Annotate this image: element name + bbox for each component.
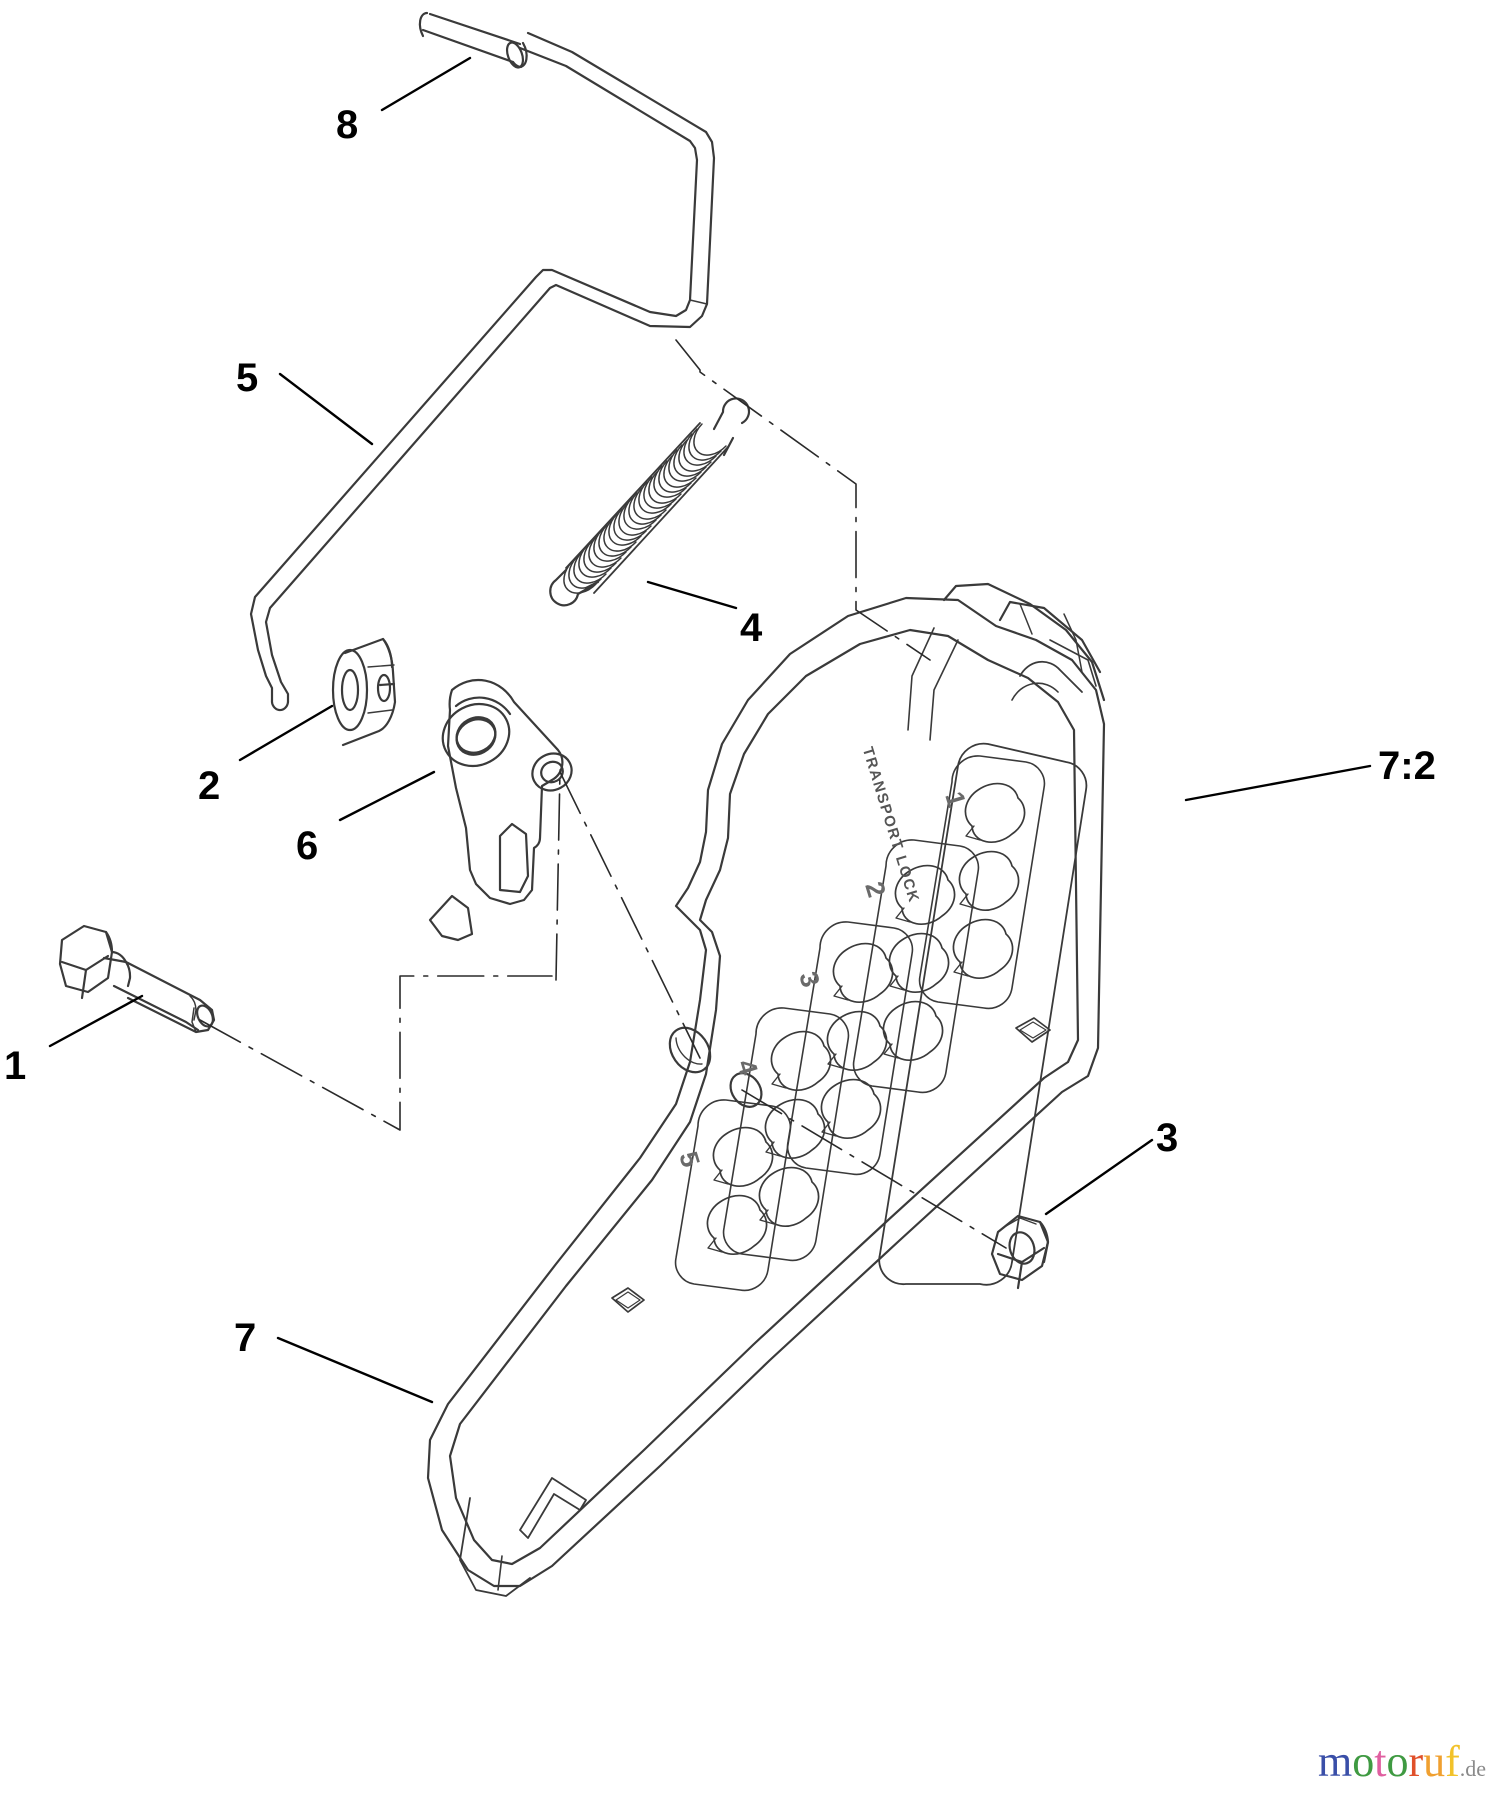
watermark-letter-m: m (1318, 1737, 1353, 1786)
leader-7-2 (1184, 764, 1372, 802)
leader-6 (338, 770, 436, 822)
watermark-letter-r: r (1408, 1737, 1424, 1786)
part-2-spacer-bushing (331, 637, 397, 747)
callout-label-4: 4 (740, 606, 763, 650)
callout-label-2: 2 (198, 764, 221, 808)
leader-2 (238, 704, 334, 762)
watermark-letter-f: f (1445, 1737, 1460, 1786)
assembly-center-lines (199, 339, 1007, 1249)
callout-label-3: 3 (1156, 1116, 1179, 1160)
drawing-geometry (58, 11, 1106, 1597)
callout-label-1: 1 (4, 1044, 27, 1088)
watermark-letter-t: t (1374, 1737, 1387, 1786)
watermark-suffix: .de (1459, 1756, 1487, 1781)
part-4-extension-spring (549, 397, 751, 607)
callout-label-6: 6 (296, 824, 319, 868)
leader-3 (1044, 1138, 1154, 1216)
part-5-lift-rod (249, 31, 716, 712)
callout-label-7-2: 7:2 (1378, 744, 1436, 788)
leader-7 (276, 1336, 434, 1404)
part-8-grip-sleeve (418, 11, 528, 69)
leader-5 (278, 372, 374, 446)
watermark-letter-u: u (1423, 1737, 1446, 1786)
callout-label-8: 8 (336, 103, 359, 147)
watermark-letter-o2: o (1386, 1737, 1409, 1786)
leader-8 (380, 56, 472, 112)
part-7-lift-arm (426, 582, 1106, 1597)
watermark-motoruf: motoruf.de (1318, 1740, 1486, 1784)
watermark-letter-o1: o (1352, 1737, 1375, 1786)
callout-label-7: 7 (234, 1316, 257, 1360)
part-6-link-lever (428, 678, 573, 942)
part-7-2-height-plate-decal (674, 742, 1088, 1292)
callout-label-5: 5 (236, 356, 259, 400)
leader-4 (646, 580, 738, 610)
leader-1 (48, 994, 144, 1048)
